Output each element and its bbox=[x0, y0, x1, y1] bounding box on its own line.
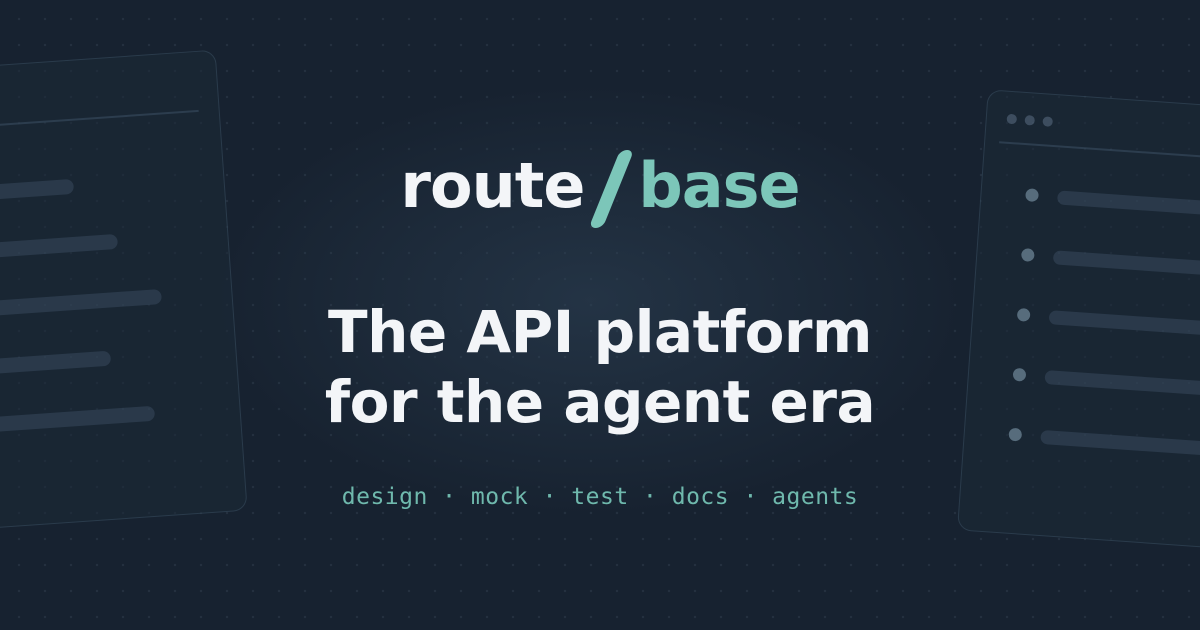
window-dot-icon bbox=[1006, 113, 1018, 125]
logo-word-base: base bbox=[638, 148, 800, 222]
decorative-card-left bbox=[0, 49, 248, 537]
card-divider bbox=[0, 109, 199, 135]
headline-line-2: for the agent era bbox=[324, 368, 876, 436]
window-dot-icon bbox=[1042, 116, 1054, 127]
logo-word-route: route bbox=[400, 148, 585, 222]
brand-logo: route base bbox=[0, 140, 1200, 230]
card-placeholder-line bbox=[1052, 250, 1200, 280]
window-dot-icon bbox=[1024, 114, 1036, 126]
headline: The API platform for the agent era bbox=[0, 297, 1200, 437]
headline-line-1: The API platform bbox=[328, 298, 872, 366]
feature-tagline: design · mock · test · docs · agents bbox=[341, 484, 859, 510]
logo-slash-icon bbox=[589, 150, 635, 228]
bullet-dot-icon bbox=[1020, 248, 1035, 262]
card-placeholder-line bbox=[0, 233, 119, 265]
